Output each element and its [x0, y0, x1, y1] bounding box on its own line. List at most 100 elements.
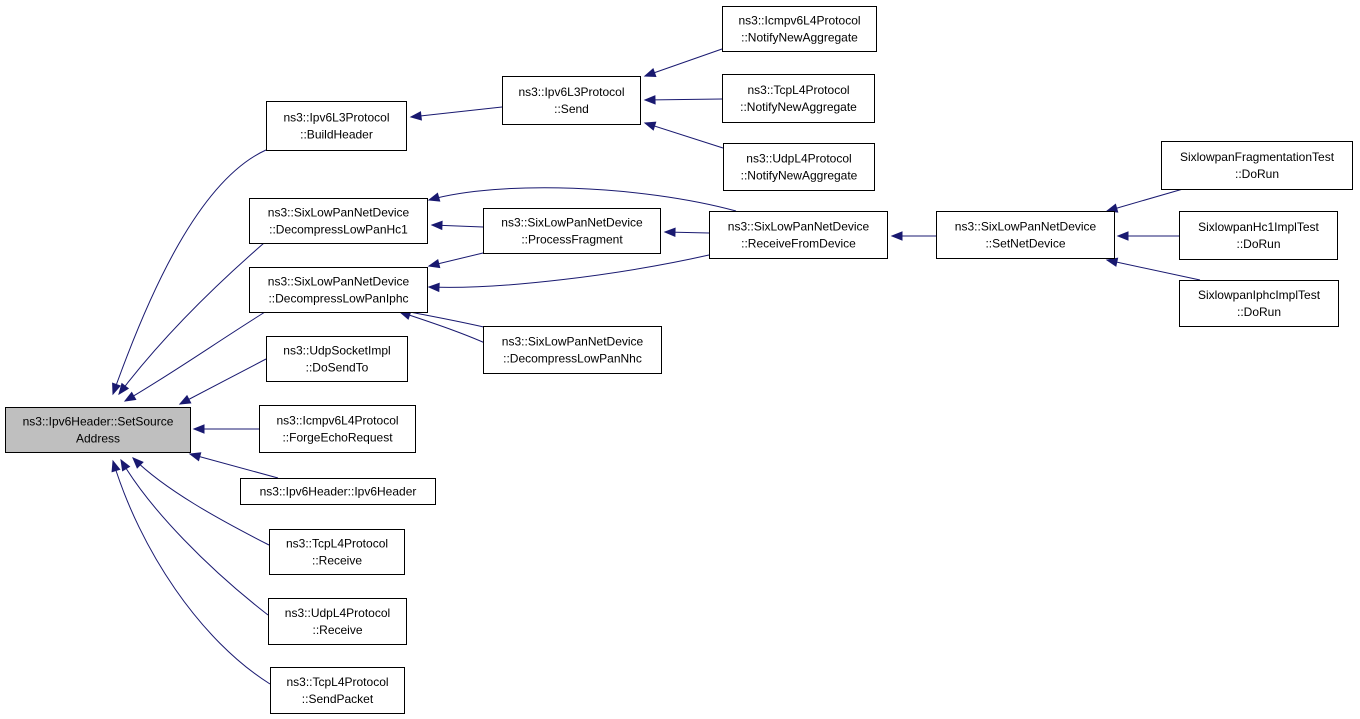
node-label-line: ns3::TcpL4Protocol: [286, 675, 388, 689]
node-box[interactable]: [249, 198, 428, 244]
edge-procfrag-to-decompiphc: [427, 252, 484, 269]
edge-fragtest-to-setnetdev: [1105, 188, 1184, 213]
node-decompiphc[interactable]: ns3::SixLowPanNetDevice::DecompressLowPa…: [249, 267, 428, 313]
node-label-line: ::ForgeEchoRequest: [282, 431, 393, 445]
node-decompnhc[interactable]: ns3::SixLowPanNetDevice::DecompressLowPa…: [483, 326, 662, 374]
edge-hc1test-to-setnetdev: [1116, 231, 1179, 241]
node-buildheader[interactable]: ns3::Ipv6L3Protocol::BuildHeader: [266, 101, 407, 151]
node-box[interactable]: [722, 6, 877, 52]
node-setnetdev[interactable]: ns3::SixLowPanNetDevice::SetNetDevice: [936, 211, 1115, 259]
node-box[interactable]: [249, 267, 428, 313]
edge-line: [118, 242, 265, 395]
node-label-line: ns3::TcpL4Protocol: [747, 83, 849, 97]
node-tcpsendpkt[interactable]: ns3::TcpL4Protocol::SendPacket: [270, 667, 405, 714]
arrowhead-icon: [643, 95, 656, 105]
node-box[interactable]: [270, 667, 405, 714]
node-label-line: ns3::UdpSocketImpl: [283, 344, 390, 358]
node-box[interactable]: [5, 407, 191, 453]
node-udpsocket[interactable]: ns3::UdpSocketImpl::DoSendTo: [266, 336, 408, 382]
edge-line: [644, 122, 724, 149]
node-label-line: ::DecompressLowPanNhc: [503, 352, 642, 366]
arrowhead-icon: [643, 121, 657, 131]
node-label-line: ::DecompressLowPanHc1: [269, 223, 408, 237]
arrowhead-icon: [188, 452, 202, 462]
edge-line: [132, 457, 270, 546]
nodes-layer: ns3::Ipv6Header::SetSourceAddressns3::Ip…: [5, 6, 1353, 714]
node-procfrag[interactable]: ns3::SixLowPanNetDevice::ProcessFragment: [483, 208, 661, 254]
node-udprecv[interactable]: ns3::UdpL4Protocol::Receive: [268, 598, 407, 645]
arrowhead-icon: [663, 227, 676, 237]
node-label-line: ns3::SixLowPanNetDevice: [728, 220, 870, 234]
node-forgeecho[interactable]: ns3::Icmpv6L4Protocol::ForgeEchoRequest: [259, 405, 416, 453]
node-box[interactable]: [266, 101, 407, 151]
edge-procfrag-to-decomphc1: [430, 220, 484, 231]
node-label-line: ::BuildHeader: [300, 128, 373, 142]
node-tcprecv[interactable]: ns3::TcpL4Protocol::Receive: [269, 529, 405, 575]
edge-udpsocket-to-setsource: [178, 358, 267, 405]
edge-iphctest-to-setnetdev: [1105, 257, 1201, 281]
edge-line: [1106, 188, 1184, 212]
arrowhead-icon: [1105, 257, 1119, 267]
edge-line: [124, 311, 266, 402]
node-recvfromdev[interactable]: ns3::SixLowPanNetDevice::ReceiveFromDevi…: [709, 211, 888, 259]
node-box[interactable]: [709, 211, 888, 259]
arrowhead-icon: [132, 457, 144, 469]
node-label-line: ns3::SixLowPanNetDevice: [955, 220, 1097, 234]
edge-recvfromdev-to-decomphc1: [427, 187, 737, 212]
node-tcpnotify[interactable]: ns3::TcpL4Protocol::NotifyNewAggregate: [722, 74, 875, 123]
node-hc1test[interactable]: SixlowpanHc1ImplTest::DoRun: [1179, 211, 1338, 260]
arrowhead-icon: [120, 458, 131, 472]
edge-recvfromdev-to-decompiphc: [427, 254, 710, 293]
node-label-line: ns3::Ipv6L3Protocol: [518, 85, 624, 99]
node-label-line: ::SendPacket: [302, 692, 374, 706]
arrowhead-icon: [111, 459, 121, 473]
node-box[interactable]: [722, 74, 875, 123]
edge-recvfromdev-to-procfrag: [663, 227, 710, 237]
node-box[interactable]: [259, 405, 416, 453]
node-ipv6header[interactable]: ns3::Ipv6Header::Ipv6Header: [240, 478, 436, 505]
node-box[interactable]: [269, 529, 405, 575]
node-box[interactable]: [1179, 211, 1338, 260]
edge-send-to-buildheader: [409, 106, 503, 121]
node-send[interactable]: ns3::Ipv6L3Protocol::Send: [502, 76, 641, 125]
node-label-line: ns3::Ipv6Header::Ipv6Header: [260, 485, 417, 499]
node-box[interactable]: [1179, 280, 1339, 327]
node-label-line: ::Receive: [312, 554, 362, 568]
node-box[interactable]: [266, 336, 408, 382]
arrowhead-icon: [118, 382, 130, 396]
node-box[interactable]: [1161, 141, 1353, 190]
node-box[interactable]: [936, 211, 1115, 259]
node-label-line: ::Receive: [312, 623, 362, 637]
node-box[interactable]: [483, 326, 662, 374]
node-icmpnotify[interactable]: ns3::Icmpv6L4Protocol::NotifyNewAggregat…: [722, 6, 877, 52]
node-label-line: ::Send: [554, 102, 589, 116]
edge-forgeecho-to-setsource: [192, 424, 259, 434]
edge-line: [644, 98, 723, 101]
arrowhead-icon: [430, 220, 443, 231]
node-box[interactable]: [723, 143, 875, 191]
node-label-line: ::ReceiveFromDevice: [741, 237, 856, 251]
node-iphctest[interactable]: SixlowpanIphcImplTest::DoRun: [1179, 280, 1339, 327]
node-udpnotify[interactable]: ns3::UdpL4Protocol::NotifyNewAggregate: [723, 143, 875, 191]
node-label-line: ns3::Icmpv6L4Protocol: [738, 14, 860, 28]
node-label-line: ::NotifyNewAggregate: [741, 169, 858, 183]
node-decomphc1[interactable]: ns3::SixLowPanNetDevice::DecompressLowPa…: [249, 198, 428, 244]
node-label-line: SixlowpanIphcImplTest: [1198, 288, 1321, 302]
node-box[interactable]: [502, 76, 641, 125]
node-label-line: ::SetNetDevice: [985, 237, 1065, 251]
edge-buildheader-to-setsource: [112, 149, 267, 396]
node-label-line: ns3::UdpL4Protocol: [746, 152, 851, 166]
arrowhead-icon: [643, 68, 657, 78]
arrowhead-icon: [112, 382, 121, 396]
node-label-line: ::ProcessFragment: [521, 233, 623, 247]
node-label-line: SixlowpanHc1ImplTest: [1198, 220, 1319, 234]
node-fragtest[interactable]: SixlowpanFragmentationTest::DoRun: [1161, 141, 1353, 190]
edge-decomphc1-to-setsource: [118, 242, 265, 396]
node-box[interactable]: [268, 598, 407, 645]
node-label-line: ::DoRun: [1236, 237, 1280, 251]
node-label-line: ns3::Ipv6L3Protocol: [283, 111, 389, 125]
node-box[interactable]: [483, 208, 661, 254]
node-label-line: ::DoSendTo: [306, 361, 369, 375]
node-box[interactable]: [240, 478, 436, 505]
